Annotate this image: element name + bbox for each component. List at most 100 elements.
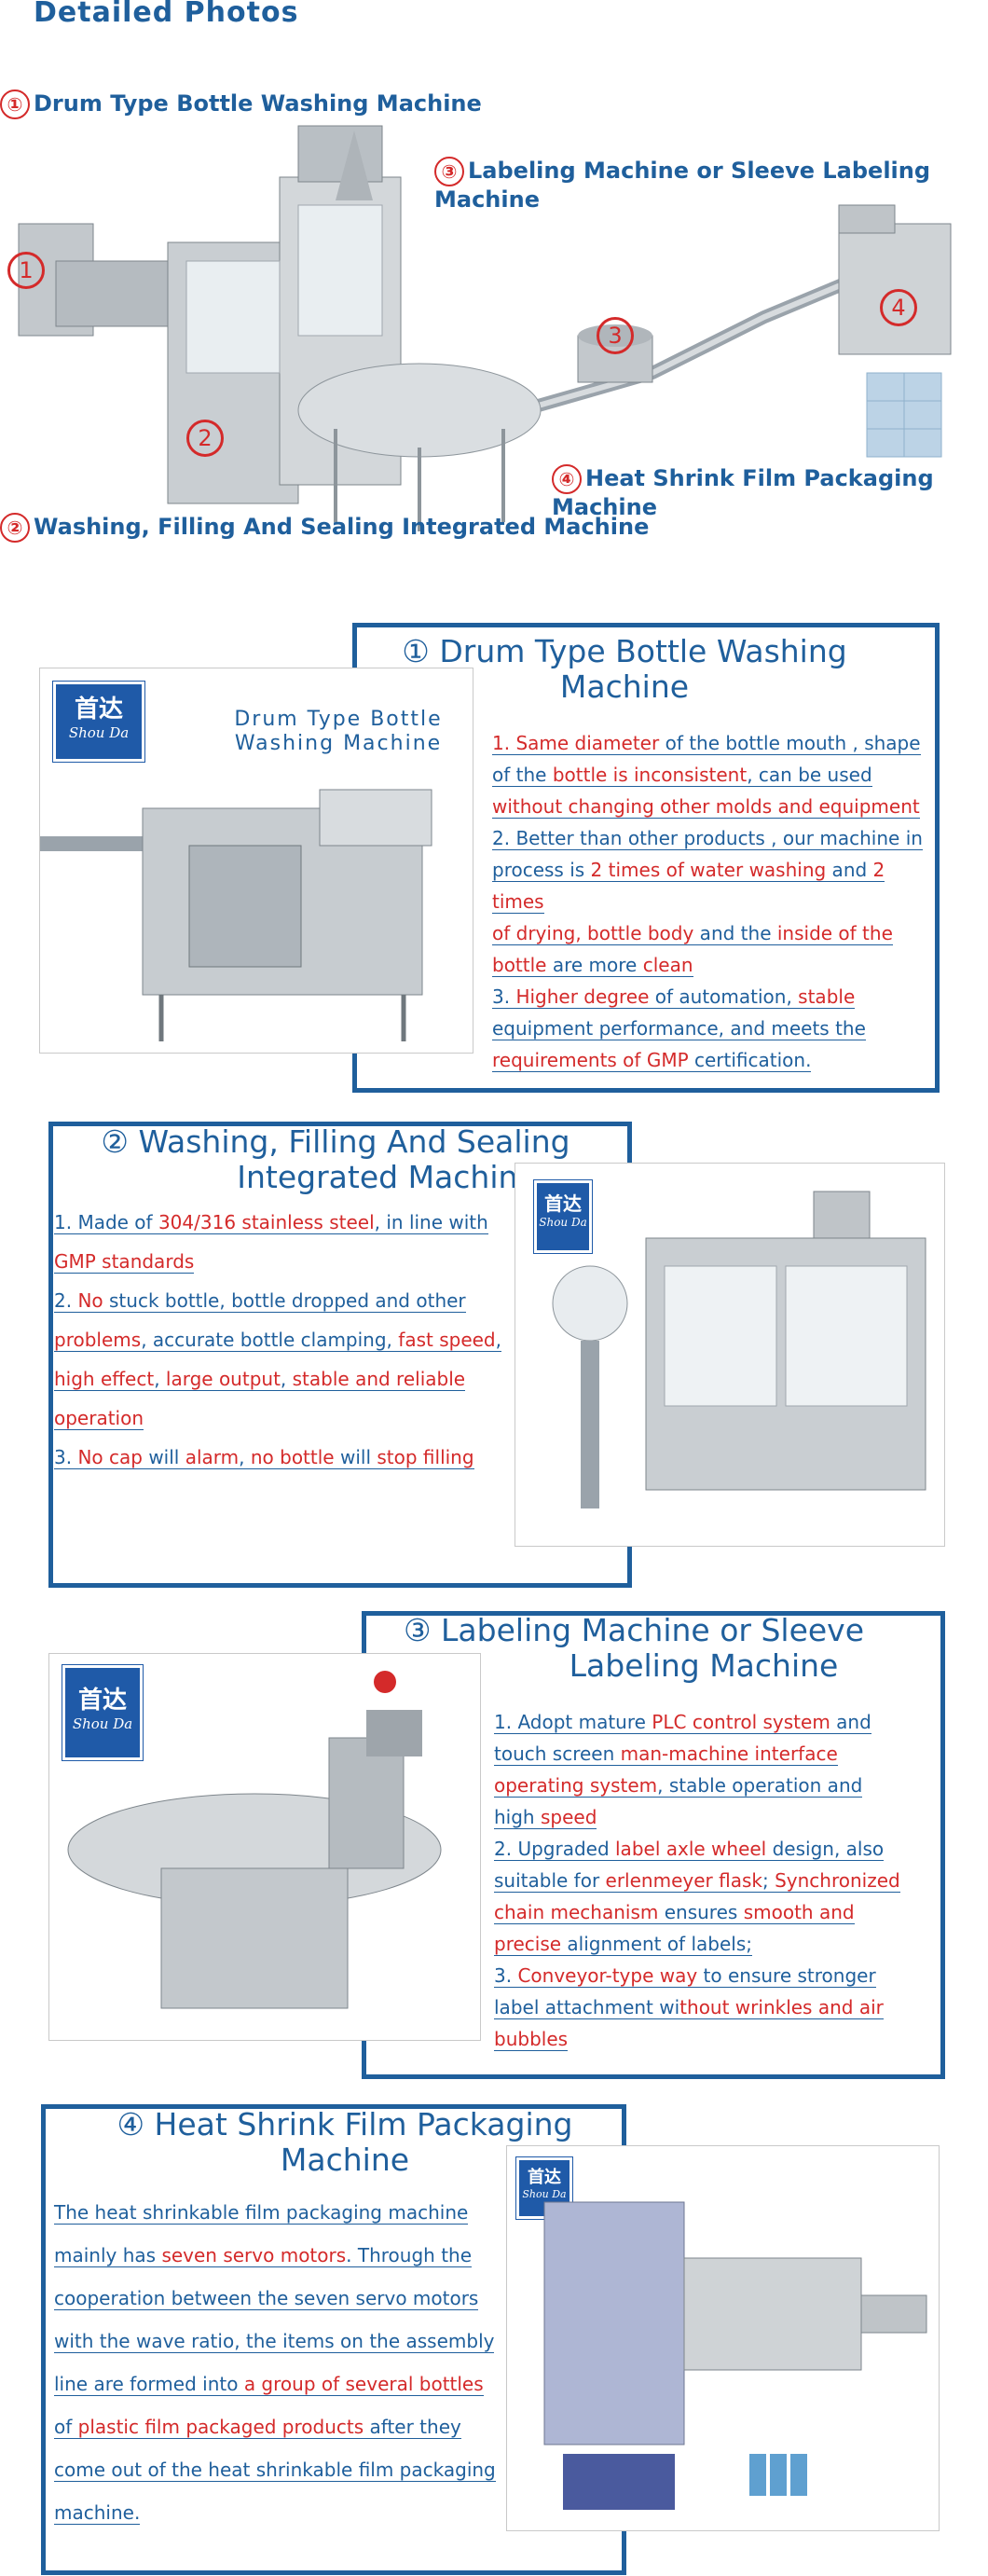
feature-line: with the wave ratio, the items on the as… (54, 2320, 520, 2362)
feature-text: of automation, (649, 985, 799, 1009)
feature-line: 2. Better than other products , our mach… (492, 822, 932, 854)
feature-text: operating system (494, 1774, 658, 1798)
feature-text: Synchronized (775, 1869, 900, 1893)
feature-text: 2 times of water washing (590, 859, 827, 882)
feature-text: fast speed (398, 1329, 496, 1352)
feature-line: label attachment without wrinkles and ai… (494, 1991, 941, 2023)
filling-machine-illustration (552, 1191, 926, 1508)
section3-title: ③ Labeling Machine or Sleeve Labeling Ma… (373, 1613, 895, 1684)
feature-line: come out of the heat shrinkable film pac… (54, 2448, 520, 2491)
feature-line: operation (54, 1398, 520, 1438)
caption-number: ③ (434, 157, 464, 186)
feature-text: 3. (494, 1964, 518, 1988)
section1-photo-label: Drum Type Bottle Washing Machine (217, 708, 460, 756)
logo-en: Shou Da (68, 724, 130, 741)
feature-text: a group of several bottles (243, 2373, 484, 2396)
feature-text: 3. (492, 985, 516, 1009)
feature-line: process is 2 times of water washing and … (492, 854, 932, 917)
feature-text: , (239, 1446, 251, 1469)
feature-text: 2 times (492, 859, 885, 914)
logo-en: Shou Da (72, 1715, 133, 1732)
logo-cn: 首达 (528, 2168, 561, 2187)
feature-text: suitable for (494, 1869, 606, 1893)
photo-label-line2: Washing Machine (234, 732, 443, 755)
feature-text: without changing other molds and equipme… (492, 795, 920, 819)
shouda-logo: 首达 Shou Da (62, 1665, 143, 1760)
labeling-machine-illustration (67, 1671, 442, 2009)
feature-line: machine. (54, 2491, 520, 2534)
feature-text: ensures (658, 1901, 744, 1924)
photo-label-line1: Drum Type Bottle (234, 708, 443, 731)
feature-text: 2. (54, 1289, 78, 1313)
feature-text: bottle (492, 954, 547, 977)
feature-text: and (830, 1711, 871, 1734)
caption-number: ④ (552, 464, 582, 494)
feature-line: of drying, bottle body and the inside of… (492, 917, 932, 949)
caption-number: ② (0, 513, 30, 543)
caption-text: Drum Type Bottle Washing Machine (34, 90, 482, 117)
feature-line: bottle are more clean (492, 949, 932, 981)
feature-text: thout wrinkles and air (679, 1996, 884, 2019)
section4-title: ④ Heat Shrink Film Packaging Machine (56, 2107, 634, 2178)
feature-line: 3. Conveyor-type way to ensure stronger (494, 1960, 941, 1991)
feature-line: 3. No cap will alarm, no bottle will sto… (54, 1438, 520, 1477)
logo-cn: 首达 (544, 1192, 582, 1215)
feature-line: high effect, large output, stable and re… (54, 1359, 520, 1398)
feature-text: stable and reliable (292, 1368, 466, 1391)
feature-text: ; (762, 1869, 775, 1893)
feature-text: bottle is inconsistent (552, 764, 748, 787)
feature-text: touch screen (494, 1743, 621, 1766)
feature-text: Higher degree (515, 985, 650, 1009)
feature-text: 2. Better than other products , our mach… (492, 827, 923, 850)
feature-text: bottle body (587, 922, 694, 945)
feature-line: chain mechanism ensures smooth and (494, 1896, 941, 1928)
feature-text: No (77, 1289, 103, 1313)
feature-text: bubbles (494, 2028, 569, 2051)
section1-features: 1. Same diameter of the bottle mouth , s… (492, 727, 932, 1076)
section1-title: ① Drum Type Bottle Washing Machine (373, 634, 876, 705)
logo-cn: 首达 (74, 696, 123, 723)
feature-line: requirements of GMP certification. (492, 1044, 932, 1076)
feature-text: of drying, (492, 922, 588, 945)
logo-en: Shou Da (539, 1216, 587, 1229)
feature-text: design, also (766, 1838, 885, 1861)
feature-text: 3. (54, 1446, 78, 1469)
feature-line: of the bottle is inconsistent, can be us… (492, 759, 932, 791)
section2-title-line1: ② Washing, Filling And Sealing (101, 1123, 570, 1160)
feature-text: will (334, 1446, 377, 1469)
feature-text: and (826, 859, 873, 882)
feature-text: and the (693, 922, 777, 945)
feature-text: , stable operation and (657, 1774, 863, 1798)
caption-number: ① (0, 90, 30, 119)
feature-text: process is (492, 859, 591, 882)
feature-line: The heat shrinkable film packaging machi… (54, 2191, 520, 2234)
feature-text: Conveyor-type way (517, 1964, 698, 1988)
feature-line: operating system, stable operation and (494, 1770, 941, 1801)
section1-photo: 首达 Shou Da Drum Type Bottle Washing Mach… (39, 668, 473, 1054)
feature-text: stuck bottle, bottle dropped and other (103, 1289, 466, 1313)
section4-features: The heat shrinkable film packaging machi… (54, 2191, 520, 2534)
feature-text: label axle wheel (615, 1838, 767, 1861)
feature-line: 2. Upgraded label axle wheel design, als… (494, 1833, 941, 1865)
feature-text: of the bottle mouth , shape (659, 732, 921, 755)
feature-text: stable (798, 985, 856, 1009)
feature-text: , accurate bottle clamping, (141, 1329, 399, 1352)
feature-text: speed (540, 1806, 597, 1829)
section2-title: ② Washing, Filling And Sealing Integrate… (56, 1124, 615, 1195)
caption-text: Heat Shrink Film Packaging Machine (552, 465, 934, 520)
feature-text: 304/316 stainless steel (158, 1211, 375, 1234)
section4-photo: 首达 Shou Da (506, 2145, 940, 2531)
feature-line: of plastic film packaged products after … (54, 2405, 520, 2448)
feature-text: high effect (54, 1368, 155, 1391)
feature-line: precise alignment of labels; (494, 1928, 941, 1960)
feature-text: line are formed into (54, 2373, 244, 2396)
feature-text: Same diameter (515, 732, 660, 755)
feature-line: 1. Made of 304/316 stainless steel, in l… (54, 1203, 520, 1242)
feature-text: man-machine interface (620, 1743, 838, 1766)
feature-text: erlenmeyer flask (605, 1869, 762, 1893)
marker-2: 2 (186, 420, 224, 457)
section4-title-line1: ④ Heat Shrink Film Packaging (117, 2106, 573, 2142)
section3-title-line2: Labeling Machine (569, 1647, 839, 1684)
